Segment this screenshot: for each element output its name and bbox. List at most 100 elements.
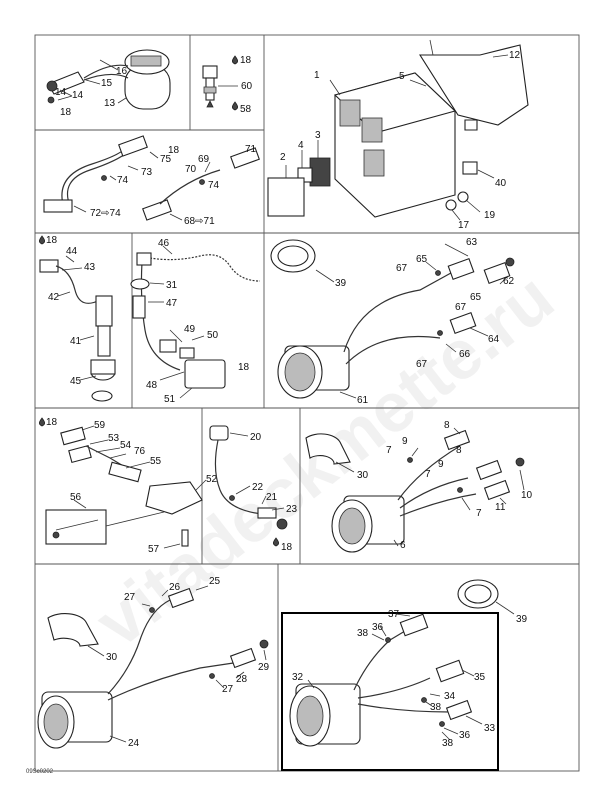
label: 68⇨71 bbox=[184, 216, 215, 227]
label: 36 bbox=[372, 622, 384, 633]
label: 70 bbox=[185, 164, 197, 175]
label: 1 bbox=[314, 70, 320, 81]
label: 76 bbox=[134, 446, 146, 457]
label: 26 bbox=[169, 582, 181, 593]
label: 38 bbox=[430, 702, 442, 713]
panel-gauge-a: 39 63 65 67 62 65 67 64 66 67 61 bbox=[270, 237, 515, 406]
label: 41 bbox=[70, 336, 82, 347]
label: 18 bbox=[238, 362, 250, 373]
label: 18 bbox=[168, 145, 180, 156]
label: 50 bbox=[207, 330, 219, 341]
label: 56 bbox=[70, 492, 82, 503]
label: 28 bbox=[236, 674, 248, 685]
label: 3 bbox=[315, 130, 321, 141]
label: 8 bbox=[456, 445, 462, 456]
label: 21 bbox=[266, 492, 278, 503]
panel-speed-sender: 18 59 53 54 76 55 52 56 57 bbox=[38, 417, 218, 555]
label: 18 bbox=[46, 417, 58, 428]
label: 17 bbox=[458, 220, 470, 231]
label: 13 bbox=[104, 98, 116, 109]
label: 7 bbox=[386, 445, 392, 456]
label: 18 bbox=[60, 107, 72, 118]
label: 48 bbox=[146, 380, 158, 391]
label: 25 bbox=[209, 576, 221, 587]
label: 32 bbox=[292, 672, 304, 683]
label: 53 bbox=[108, 433, 120, 444]
label: 58 bbox=[240, 104, 252, 115]
label: 14 bbox=[72, 90, 84, 101]
label: 7 bbox=[476, 508, 482, 519]
label: 24 bbox=[128, 738, 140, 749]
panel-fuel-sender: 18 44 43 42 41 45 bbox=[38, 235, 116, 402]
label: 61 bbox=[357, 395, 369, 406]
panel-control-module: 12 1 5 3 4 2 40 19 17 bbox=[267, 39, 529, 231]
label: 49 bbox=[184, 324, 196, 335]
label: 6 bbox=[400, 540, 406, 551]
label: 9 bbox=[438, 459, 444, 470]
label: 15 bbox=[101, 78, 113, 89]
label: 10 bbox=[521, 490, 533, 501]
panel-frames bbox=[34, 34, 580, 772]
label: 19 bbox=[484, 210, 496, 221]
label: 67 bbox=[396, 263, 408, 274]
label: 18 bbox=[281, 542, 293, 553]
label: 46 bbox=[158, 238, 170, 249]
label: 34 bbox=[444, 691, 456, 702]
label: 74 bbox=[117, 175, 129, 186]
label: 14 bbox=[55, 87, 67, 98]
panel-harness-connectors: 18 75 73 74 69 71 70 74 72⇨74 68⇨71 bbox=[43, 135, 260, 227]
label: 72⇨74 bbox=[90, 208, 121, 219]
label: 30 bbox=[357, 470, 369, 481]
label: 18 bbox=[46, 235, 58, 246]
label: 38 bbox=[357, 628, 369, 639]
label: 8 bbox=[444, 420, 450, 431]
label: 31 bbox=[166, 280, 178, 291]
label: 45 bbox=[70, 376, 82, 387]
label: 23 bbox=[286, 504, 298, 515]
panel-gauge-c: 25 26 27 30 28 29 27 24 bbox=[37, 576, 270, 749]
panel-water-temp-sensor: 20 22 21 23 18 bbox=[209, 425, 298, 553]
label: 71 bbox=[245, 144, 257, 155]
label: 5 bbox=[399, 71, 405, 82]
label: 69 bbox=[198, 154, 210, 165]
label: 62 bbox=[503, 276, 515, 287]
label: 40 bbox=[495, 178, 507, 189]
label: 20 bbox=[250, 432, 262, 443]
panel-oil-sender: 46 31 47 49 50 18 48 51 bbox=[130, 238, 261, 405]
panel-temp-sender: 18 60 58 bbox=[202, 55, 253, 115]
label: 55 bbox=[150, 456, 162, 467]
label: 9 bbox=[402, 436, 408, 447]
label: 29 bbox=[258, 662, 270, 673]
label: 75 bbox=[160, 154, 172, 165]
label: 12 bbox=[509, 50, 521, 61]
label: 39 bbox=[335, 278, 347, 289]
label: 54 bbox=[120, 440, 132, 451]
label: 18 bbox=[240, 55, 252, 66]
label: 66 bbox=[459, 349, 471, 360]
label: 63 bbox=[466, 237, 478, 248]
label: 74 bbox=[208, 180, 220, 191]
label: 35 bbox=[474, 672, 486, 683]
panel-pump-sender: 16 15 14 14 18 13 bbox=[46, 49, 171, 118]
panel-gauge-b: 30 8 9 7 8 9 7 11 10 7 6 bbox=[305, 420, 533, 553]
label: 38 bbox=[442, 738, 454, 749]
label: 39 bbox=[516, 614, 528, 625]
label: 65 bbox=[470, 292, 482, 303]
label: 52 bbox=[206, 474, 218, 485]
label: 42 bbox=[48, 292, 60, 303]
label: 67 bbox=[455, 302, 467, 313]
highlight-box bbox=[281, 612, 499, 771]
label: 43 bbox=[84, 262, 96, 273]
footer-code: 09Sc0202 bbox=[26, 769, 54, 775]
label: 67 bbox=[416, 359, 428, 370]
label: 60 bbox=[241, 81, 253, 92]
label: 22 bbox=[252, 482, 264, 493]
label: 7 bbox=[425, 469, 431, 480]
label: 37 bbox=[388, 609, 400, 620]
label: 4 bbox=[298, 140, 304, 151]
label: 51 bbox=[164, 394, 176, 405]
label: 57 bbox=[148, 544, 160, 555]
panel-gauge-d: 39 37 36 38 35 32 34 38 33 36 38 bbox=[289, 579, 528, 749]
label: 27 bbox=[222, 684, 234, 695]
